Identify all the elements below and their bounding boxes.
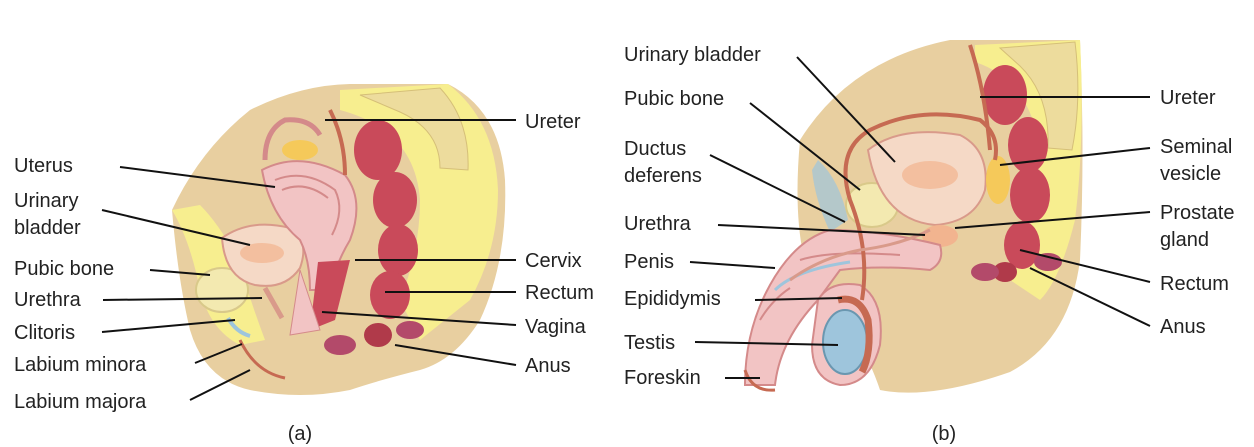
label-urethra-a: Urethra <box>14 289 82 311</box>
label-labium-minora-a: Labium minora <box>14 354 147 376</box>
label-prostate-gland-b-line2: gland <box>1160 229 1209 251</box>
label-seminal-vesicle-b-line1: Seminal <box>1160 136 1232 158</box>
label-urethra-b: Urethra <box>624 213 692 235</box>
label-seminal-vesicle-b-line2: vesicle <box>1160 163 1221 185</box>
label-testis-b: Testis <box>624 332 675 354</box>
caption-b: (b) <box>932 423 956 445</box>
label-clitoris-a: Clitoris <box>14 322 75 344</box>
label-ureter-b: Ureter <box>1160 87 1216 109</box>
label-anus-b: Anus <box>1160 316 1206 338</box>
label-uterus-a: Uterus <box>14 155 73 177</box>
label-foreskin-b: Foreskin <box>624 367 701 389</box>
label-epididymis-b: Epididymis <box>624 288 721 310</box>
male-seminal-vesicle <box>986 156 1010 204</box>
label-prostate-gland-b-line1: Prostate <box>1160 202 1234 224</box>
label-urinary-bladder-a-line2: bladder <box>14 217 81 239</box>
label-rectum-b: Rectum <box>1160 273 1229 295</box>
label-labium-majora-a: Labium majora <box>14 391 147 413</box>
label-urinary-bladder-b: Urinary bladder <box>624 44 761 66</box>
label-ductus-deferens-b-line2: deferens <box>624 165 702 187</box>
panel-b-male-illustration <box>745 40 1083 393</box>
label-anus-a: Anus <box>525 355 571 377</box>
label-urinary-bladder-a-line1: Urinary <box>14 190 78 212</box>
panel-a-female-illustration <box>172 84 505 395</box>
male-testis <box>823 310 867 374</box>
label-ductus-deferens-b-line1: Ductus <box>624 138 686 160</box>
caption-a: (a) <box>288 423 312 445</box>
label-penis-b: Penis <box>624 251 674 273</box>
label-rectum-a: Rectum <box>525 282 594 304</box>
label-ureter-a: Ureter <box>525 111 581 133</box>
label-pubic-bone-a: Pubic bone <box>14 258 114 280</box>
label-cervix-a: Cervix <box>525 250 582 272</box>
label-vagina-a: Vagina <box>525 316 587 338</box>
label-pubic-bone-b: Pubic bone <box>624 88 724 110</box>
